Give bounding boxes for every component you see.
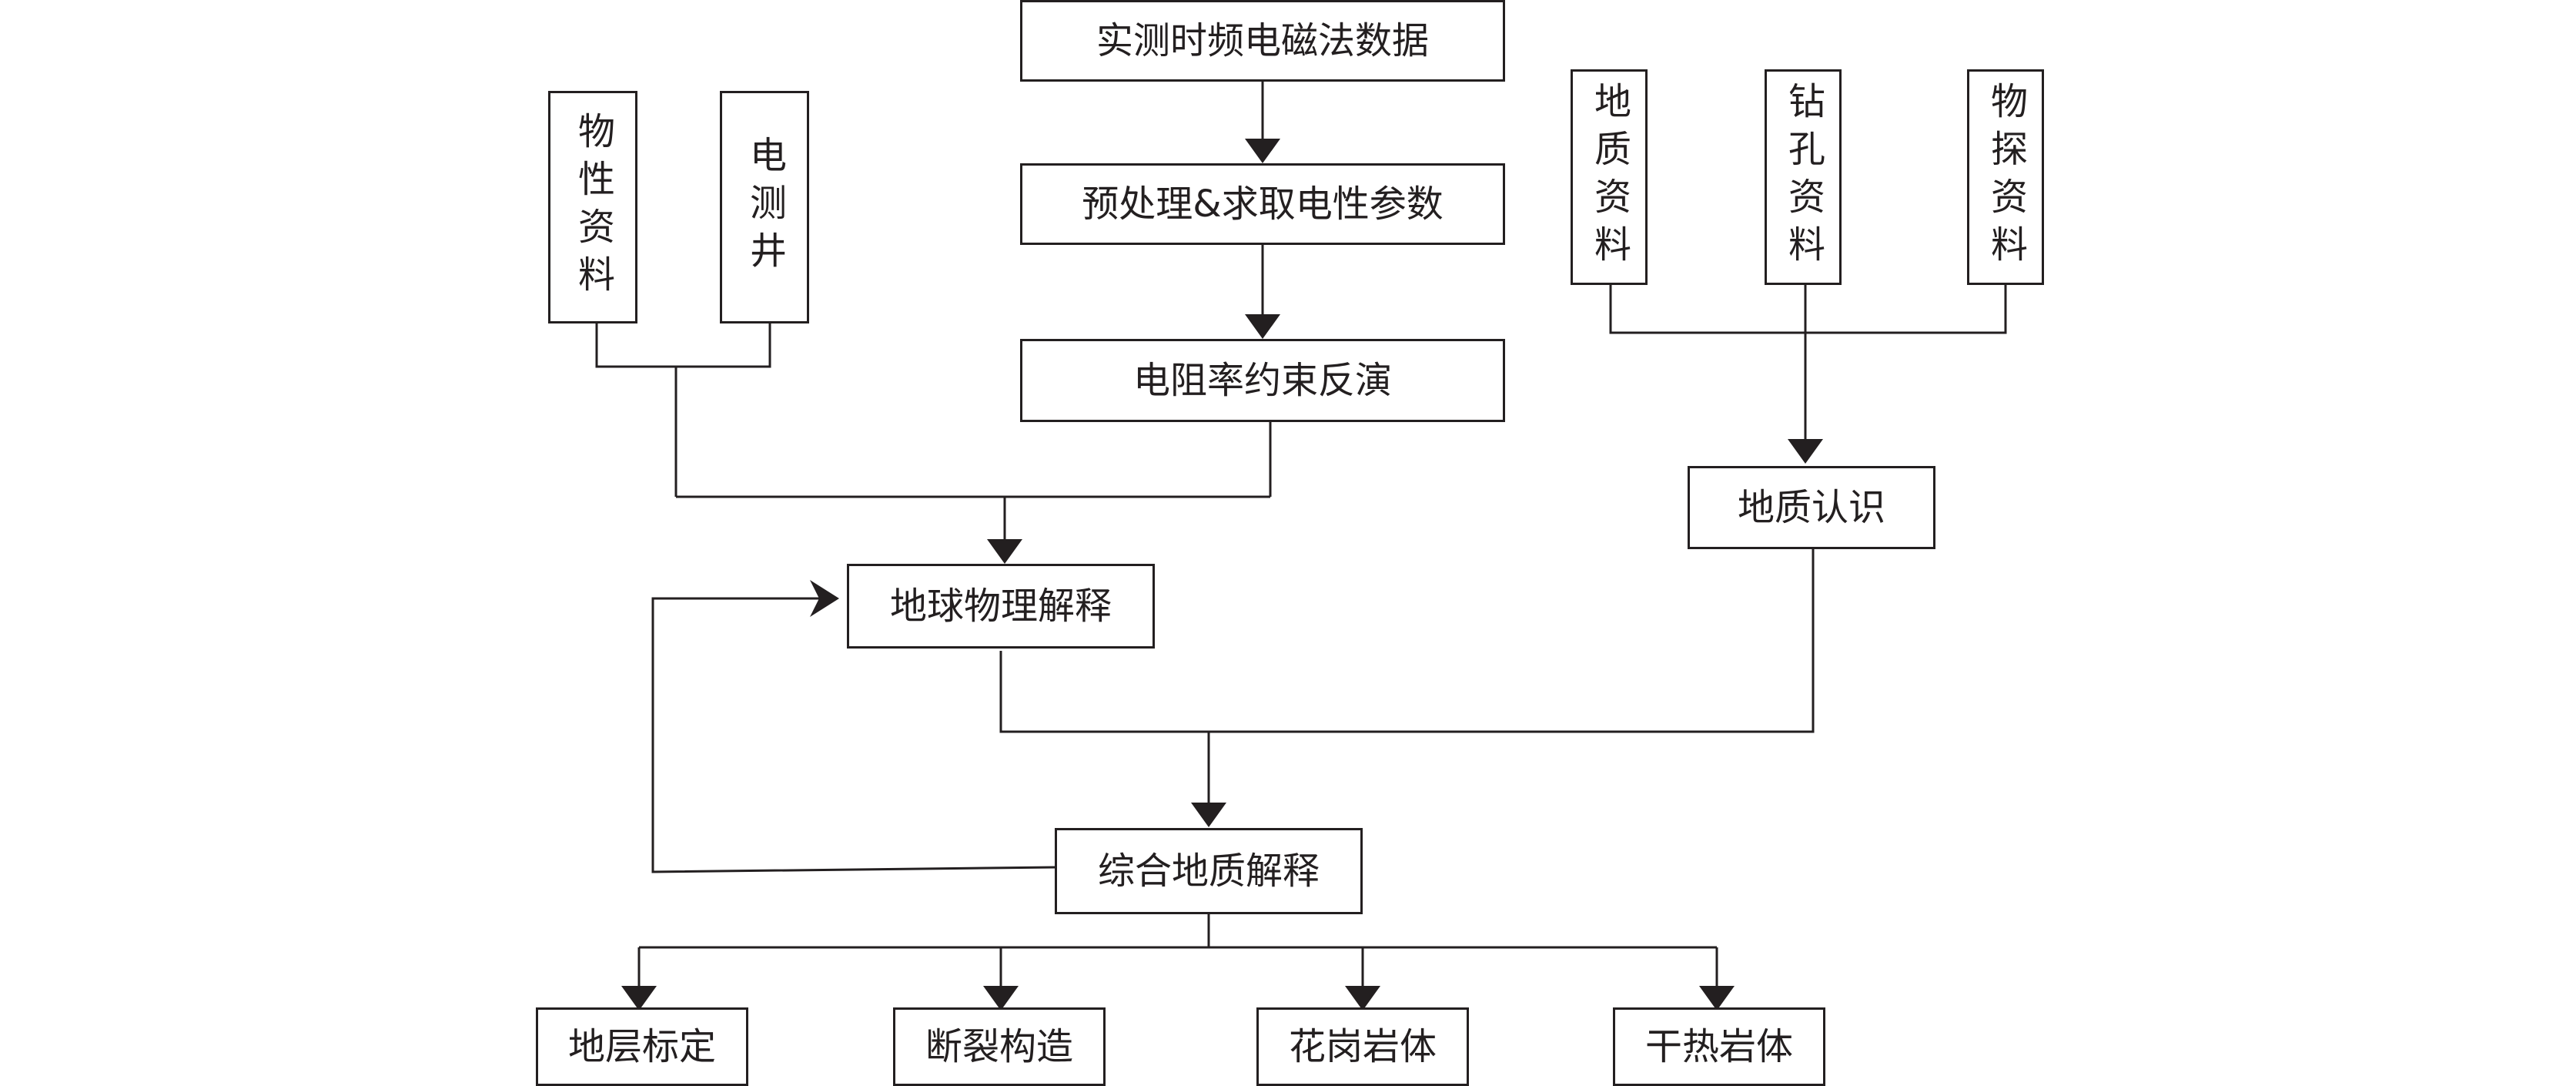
- node-fault: 断裂构造: [893, 1007, 1106, 1086]
- arrowhead: [810, 580, 839, 617]
- arrowhead: [1788, 439, 1823, 464]
- arrowhead: [1191, 803, 1226, 827]
- node-well-logging: 电测井: [720, 91, 809, 323]
- node-geophysical-data: 物探资料: [1967, 69, 2044, 285]
- arrowhead: [1245, 139, 1280, 163]
- node-strata: 地层标定: [536, 1007, 748, 1086]
- node-geo-data: 地质资料: [1571, 69, 1648, 285]
- node-geo-understanding: 地质认识: [1688, 466, 1935, 549]
- arrowhead: [621, 986, 657, 1011]
- node-hdr: 干热岩体: [1613, 1007, 1825, 1086]
- node-drilling-data: 钻孔资料: [1765, 69, 1842, 285]
- arrowhead: [983, 986, 1019, 1011]
- connector-to-integrated: [999, 548, 1815, 733]
- node-integrated-interp: 综合地质解释: [1055, 828, 1363, 914]
- node-geophys-interp: 地球物理解释: [847, 564, 1155, 649]
- node-inversion: 电阻率约束反演: [1020, 339, 1505, 422]
- arrowhead: [987, 539, 1022, 564]
- node-physical-props: 物性资料: [548, 91, 637, 323]
- connector-feedback: [651, 597, 1055, 873]
- connector-right-inputs: [1609, 285, 2007, 334]
- connector-left-inputs: [595, 323, 771, 368]
- arrowhead: [1245, 314, 1280, 339]
- node-granite: 花岗岩体: [1256, 1007, 1469, 1086]
- node-measured-data: 实测时频电磁法数据: [1020, 0, 1505, 82]
- arrowhead: [1699, 986, 1735, 1011]
- arrowhead: [1345, 986, 1380, 1011]
- node-preprocess: 预处理&求取电性参数: [1020, 163, 1505, 245]
